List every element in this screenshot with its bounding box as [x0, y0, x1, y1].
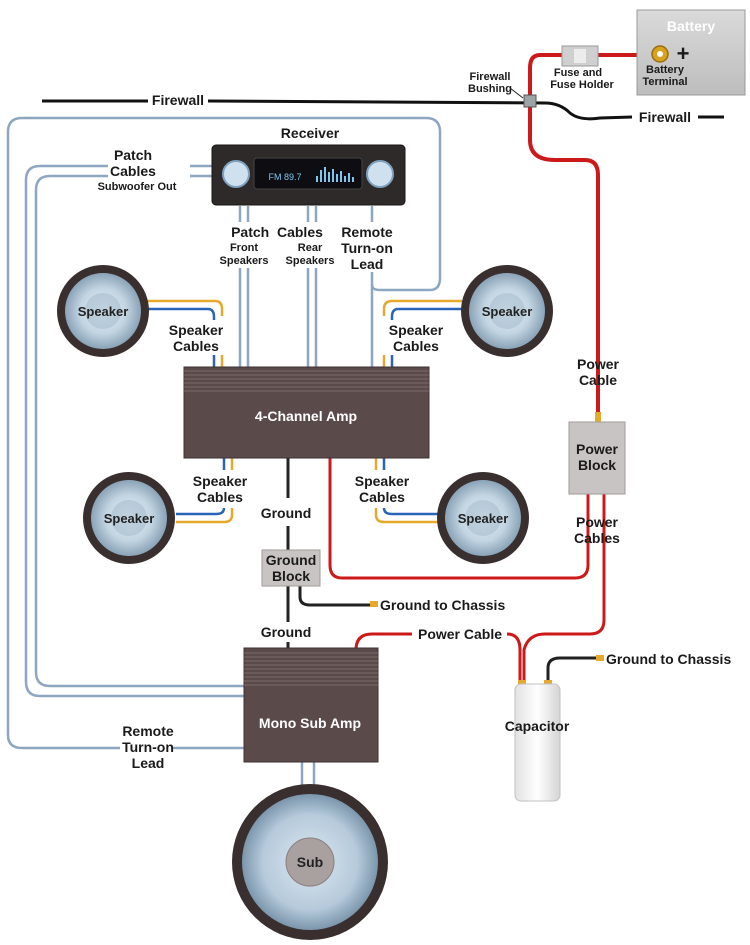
speaker-cables-front-right [382, 299, 462, 368]
speaker-rear-right-label: Speaker [458, 511, 509, 526]
speaker-cables-fr-label-2: Cables [393, 338, 439, 354]
subwoofer: Sub [232, 784, 388, 940]
mono-sub-amp: Mono Sub Amp [243, 647, 379, 763]
remote-lead-top-label-3: Lead [351, 256, 384, 272]
fuse-holder: Fuse and Fuse Holder [550, 45, 614, 91]
firewall-label-left: Firewall [152, 92, 204, 108]
power-wire-to-capacitor [522, 493, 606, 682]
receiver-title: Receiver [281, 125, 340, 141]
ground-block: Ground Block [261, 549, 321, 587]
sub-label: Sub [297, 854, 323, 870]
equalizer-icon [316, 167, 354, 182]
speaker-cables-rear-right [374, 458, 440, 524]
speaker-front-left: Speaker [57, 265, 149, 357]
fuse-label-2: Fuse Holder [550, 79, 614, 91]
power-cable-top-label-2: Cable [579, 372, 617, 388]
firewall-bushing: Firewall Bushing [468, 71, 537, 108]
patch-cables-front [238, 206, 250, 368]
power-wire-to-4ch-amp [328, 458, 590, 580]
battery-terminal-label-1: Battery [646, 64, 685, 76]
firewall-label-right: Firewall [639, 109, 691, 125]
ground-block-label-1: Ground [266, 552, 317, 568]
power-cables-label-1: Power [576, 514, 619, 530]
mono-sub-amp-label: Mono Sub Amp [259, 715, 361, 731]
patch-cables-main-title: Patch Cables [231, 224, 323, 240]
power-block-label-2: Block [578, 457, 616, 473]
power-cable-connector [595, 412, 601, 422]
patch-cables-rear [306, 206, 318, 368]
power-block: Power Block [568, 421, 626, 495]
fuse-label-1: Fuse and [554, 67, 602, 79]
capacitor-label: Capacitor [505, 718, 570, 734]
speaker-rear-right: Speaker [437, 472, 529, 564]
ground-lower-label: Ground [261, 624, 312, 640]
ground-to-chassis-2-label: Ground to Chassis [606, 651, 731, 667]
four-channel-amp: 4-Channel Amp [183, 366, 430, 459]
speaker-front-left-label: Speaker [78, 304, 129, 319]
speaker-cables-rl-label-2: Cables [197, 489, 243, 505]
speaker-cables-front-left [145, 299, 224, 368]
speaker-front-right-label: Speaker [482, 304, 533, 319]
power-wire-to-sub-amp [354, 632, 522, 682]
speaker-cables-rl-label-1: Speaker [193, 473, 248, 489]
patch-cables-sub-label-2: Cables [110, 163, 156, 179]
firewall-bushing-label-1: Firewall [470, 71, 511, 83]
speaker-cables-rr-label-1: Speaker [355, 473, 410, 489]
remote-lead-bottom-label-3: Lead [132, 755, 165, 771]
power-cable-top-label-1: Power [577, 356, 620, 372]
speaker-rear-left: Speaker [83, 472, 175, 564]
speaker-rear-left-label: Speaker [104, 511, 155, 526]
remote-lead-loop [6, 116, 442, 750]
ground-to-chassis-1-label: Ground to Chassis [380, 597, 505, 613]
battery-terminal-label-2: Terminal [642, 76, 687, 88]
battery-plus-sign: + [677, 41, 690, 66]
ground-wire-capacitor-to-chassis [546, 656, 598, 682]
speaker-cables-rr-label-2: Cables [359, 489, 405, 505]
receiver-display-text: FM 89.7 [268, 172, 301, 182]
ground-upper-label: Ground [261, 505, 312, 521]
remote-lead-bottom-label-1: Remote [122, 723, 174, 739]
speaker-cables-fl-label-2: Cables [173, 338, 219, 354]
firewall-bushing-label-2: Bushing [468, 83, 512, 95]
ground-block-label-2: Block [272, 568, 310, 584]
capacitor: Capacitor [505, 680, 570, 802]
battery: Battery + Battery Terminal [636, 9, 746, 96]
remote-lead-top-label-1: Remote [341, 224, 393, 240]
remote-lead-bottom-label-2: Turn-on [122, 739, 174, 755]
battery-terminal-icon: + [651, 41, 690, 66]
patch-cables-sub-label-1: Patch [114, 147, 152, 163]
speaker-cables-fl-label-1: Speaker [169, 322, 224, 338]
patch-cables-sub-inner [34, 174, 244, 688]
battery-title: Battery [667, 18, 715, 34]
patch-cables-sub-outer [24, 164, 244, 698]
speaker-cables-rear-left [176, 458, 234, 524]
power-block-label-1: Power [576, 441, 619, 457]
ground-chassis-connector-2 [596, 655, 604, 661]
power-cable-bottom-label: Power Cable [418, 626, 502, 642]
patch-front-label-1: Front [230, 242, 258, 254]
remote-lead-top-label-2: Turn-on [341, 240, 393, 256]
speaker-front-right: Speaker [461, 265, 553, 357]
firewall-line [42, 99, 724, 121]
receiver: Receiver FM 89.7 [211, 125, 406, 206]
ground-wire-block-to-chassis [298, 585, 372, 607]
patch-cables-sub-label-3: Subwoofer Out [98, 181, 177, 193]
ground-chassis-connector [370, 601, 378, 607]
power-cables-label-2: Cables [574, 530, 620, 546]
patch-rear-label-1: Rear [298, 242, 323, 254]
patch-rear-label-2: Speakers [286, 255, 335, 267]
four-channel-amp-label: 4-Channel Amp [255, 408, 357, 424]
patch-front-label-2: Speakers [220, 255, 269, 267]
speaker-cables-fr-label-1: Speaker [389, 322, 444, 338]
